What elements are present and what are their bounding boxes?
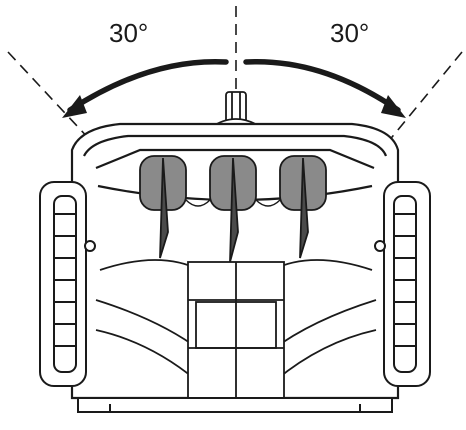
auger-spiral xyxy=(95,259,377,400)
left-angle-label: 30° xyxy=(109,18,149,48)
left-arrowhead xyxy=(62,95,87,118)
right-limit-dashed-line xyxy=(387,51,463,143)
right-arrowhead xyxy=(381,95,406,118)
left-limit-dashed-line xyxy=(7,51,93,143)
left-rotation-arrow xyxy=(67,58,229,113)
right-wheel xyxy=(374,181,431,387)
left-wheel xyxy=(39,181,96,387)
housing-base xyxy=(77,397,393,413)
right-rotation-arrow xyxy=(243,58,401,113)
chute-control-rod xyxy=(207,91,265,131)
chute-deflector-vanes xyxy=(139,155,327,263)
right-angle-label: 30° xyxy=(330,18,370,48)
